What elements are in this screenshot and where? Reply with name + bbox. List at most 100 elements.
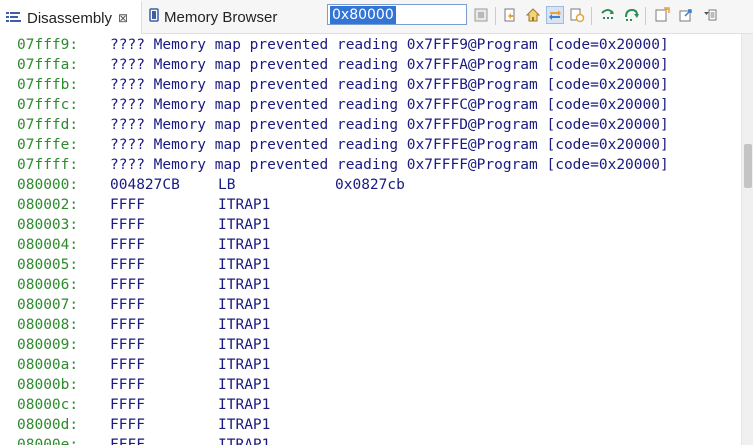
row-message: ???? Memory map prevented reading 0x7FFF… bbox=[110, 157, 669, 173]
row-opcode: FFFF bbox=[110, 237, 145, 253]
row-mnemonic: ITRAP1 bbox=[218, 297, 271, 313]
row-address: 08000e: bbox=[17, 437, 79, 445]
disassembly-content[interactable]: 07fff9: ???? Memory map prevented reading… bbox=[0, 34, 741, 445]
disassembly-row[interactable]: 080004: FFFF ITRAP1 bbox=[0, 235, 741, 255]
link-editor-icon[interactable] bbox=[546, 6, 564, 24]
row-mnemonic: ITRAP1 bbox=[218, 357, 271, 373]
row-address: 080005: bbox=[17, 257, 79, 273]
toolbar-separator bbox=[495, 7, 496, 25]
refresh-icon[interactable] bbox=[501, 6, 519, 24]
row-address: 08000c: bbox=[17, 397, 79, 413]
row-address: 080006: bbox=[17, 277, 79, 293]
row-address: 07fff9: bbox=[17, 37, 79, 53]
row-message: ???? Memory map prevented reading 0x7FFF… bbox=[110, 57, 669, 73]
row-address: 07fffd: bbox=[17, 117, 79, 133]
scrollbar-thumb[interactable] bbox=[744, 144, 752, 188]
row-opcode: FFFF bbox=[110, 277, 145, 293]
row-address: 080003: bbox=[17, 217, 79, 233]
toolbar-separator bbox=[591, 7, 592, 25]
step-over-icon[interactable] bbox=[622, 6, 640, 24]
close-icon[interactable]: ⊠ bbox=[118, 11, 129, 25]
tab-disassembly-label: Disassembly bbox=[27, 9, 113, 27]
row-mnemonic: ITRAP1 bbox=[218, 217, 271, 233]
memory-icon bbox=[149, 8, 159, 26]
disassembly-row[interactable]: 08000d: FFFF ITRAP1 bbox=[0, 415, 741, 435]
row-address: 080009: bbox=[17, 337, 79, 353]
row-opcode: FFFF bbox=[110, 217, 145, 233]
row-mnemonic: ITRAP1 bbox=[218, 397, 271, 413]
row-opcode: FFFF bbox=[110, 257, 145, 273]
disassembly-row[interactable]: 080003: FFFF ITRAP1 bbox=[0, 215, 741, 235]
row-operand: 0x0827cb bbox=[335, 177, 405, 193]
disassembly-row[interactable]: 07fffe:???? Memory map prevented reading… bbox=[0, 135, 741, 155]
row-message: ???? Memory map prevented reading 0x7FFF… bbox=[110, 77, 669, 93]
row-opcode: 004827CB bbox=[110, 177, 180, 193]
row-address: 07fffe: bbox=[17, 137, 79, 153]
row-address: 08000b: bbox=[17, 377, 79, 393]
step-into-icon[interactable] bbox=[599, 6, 617, 24]
row-mnemonic: ITRAP1 bbox=[218, 437, 271, 445]
disassembly-row[interactable]: 08000c: FFFF ITRAP1 bbox=[0, 395, 741, 415]
disassembly-row[interactable]: 080009: FFFF ITRAP1 bbox=[0, 335, 741, 355]
row-opcode: FFFF bbox=[110, 417, 145, 433]
disassembly-icon bbox=[6, 10, 22, 27]
row-mnemonic: ITRAP1 bbox=[218, 257, 271, 273]
row-opcode: FFFF bbox=[110, 317, 145, 333]
row-address: 07fffb: bbox=[17, 77, 79, 93]
row-opcode: FFFF bbox=[110, 397, 145, 413]
sync-icon[interactable] bbox=[568, 6, 586, 24]
vertical-scrollbar[interactable] bbox=[741, 34, 753, 445]
row-mnemonic: ITRAP1 bbox=[218, 277, 271, 293]
row-opcode: FFFF bbox=[110, 437, 145, 445]
disassembly-row[interactable]: 07fffc: ???? Memory map prevented reading… bbox=[0, 95, 741, 115]
new-rendering-icon[interactable] bbox=[653, 6, 671, 24]
disassembly-row[interactable]: 07fff9: ???? Memory map prevented reading… bbox=[0, 35, 741, 55]
disassembly-row[interactable]: 080005: FFFF ITRAP1 bbox=[0, 255, 741, 275]
tab-memory-browser[interactable]: Memory Browser bbox=[143, 0, 313, 34]
row-address: 080004: bbox=[17, 237, 79, 253]
row-mnemonic: ITRAP1 bbox=[218, 337, 271, 353]
row-opcode: FFFF bbox=[110, 197, 145, 213]
disassembly-row[interactable]: 080002: FFFF ITRAP1 bbox=[0, 195, 741, 215]
row-opcode: FFFF bbox=[110, 357, 145, 373]
disassembly-row[interactable]: 08000b: FFFF ITRAP1 bbox=[0, 375, 741, 395]
row-mnemonic: ITRAP1 bbox=[218, 377, 271, 393]
address-input-value: 0x80000 bbox=[330, 5, 396, 24]
row-message: ???? Memory map prevented reading 0x7FFF… bbox=[110, 117, 669, 133]
row-message: ???? Memory map prevented reading 0x7FFF… bbox=[110, 37, 669, 53]
disassembly-row[interactable]: 07ffff: ???? Memory map prevented reading… bbox=[0, 155, 741, 175]
row-address: 080000: bbox=[17, 177, 79, 193]
row-opcode: FFFF bbox=[110, 377, 145, 393]
row-mnemonic: ITRAP1 bbox=[218, 237, 271, 253]
disassembly-row[interactable]: 07fffd: ???? Memory map prevented reading… bbox=[0, 115, 741, 135]
disassembly-row[interactable]: 08000e: FFFF ITRAP1 bbox=[0, 435, 741, 445]
go-icon[interactable] bbox=[472, 6, 490, 24]
row-address: 080008: bbox=[17, 317, 79, 333]
toolbar-separator bbox=[645, 7, 646, 25]
row-address: 07fffa: bbox=[17, 57, 79, 73]
row-address: 07ffff: bbox=[17, 157, 79, 173]
row-address: 08000d: bbox=[17, 417, 79, 433]
tab-disassembly[interactable]: Disassembly ⊠ bbox=[0, 0, 142, 34]
disassembly-row[interactable]: 080006: FFFF ITRAP1 bbox=[0, 275, 741, 295]
export-icon[interactable] bbox=[677, 6, 695, 24]
tab-memory-browser-label: Memory Browser bbox=[164, 8, 278, 26]
disassembly-row[interactable]: 07fffb: ???? Memory map prevented reading… bbox=[0, 75, 741, 95]
row-address: 080002: bbox=[17, 197, 79, 213]
row-address: 07fffc: bbox=[17, 97, 79, 113]
row-mnemonic: ITRAP1 bbox=[218, 197, 271, 213]
view-toolbar: Disassembly ⊠ Memory Browser 0x80000 bbox=[0, 0, 753, 34]
row-address: 080007: bbox=[17, 297, 79, 313]
home-icon[interactable] bbox=[524, 6, 542, 24]
row-message: ???? Memory map prevented reading 0x7FFF… bbox=[110, 97, 669, 113]
row-mnemonic: ITRAP1 bbox=[218, 417, 271, 433]
row-opcode: FFFF bbox=[110, 337, 145, 353]
disassembly-row[interactable]: 07fffa: ???? Memory map prevented reading… bbox=[0, 55, 741, 75]
view-menu-icon[interactable] bbox=[701, 6, 719, 24]
address-input[interactable]: 0x80000 bbox=[327, 4, 467, 25]
